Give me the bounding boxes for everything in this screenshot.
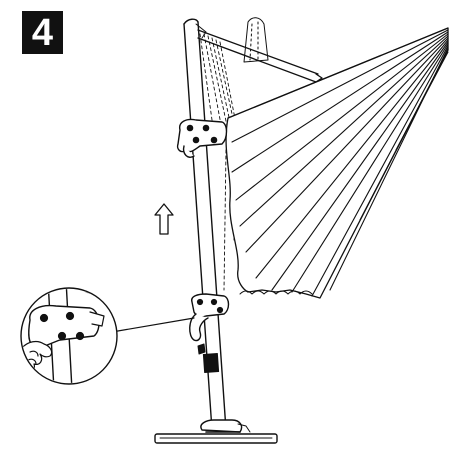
callout-leader-line: [111, 317, 195, 333]
canopy-scallop-edge: [239, 290, 313, 295]
canopy-ribs: [227, 27, 449, 297]
step-number: 4: [31, 11, 54, 54]
far-canopy: [243, 17, 269, 63]
detail-callout: [20, 287, 195, 385]
base: [154, 419, 278, 444]
crank-handle: [189, 313, 209, 342]
step-number-badge: 4: [22, 11, 63, 54]
pole-sleeve: [197, 343, 220, 373]
canopy: [225, 27, 449, 299]
up-arrow-icon: [154, 203, 174, 235]
callout-zoom-content: [22, 289, 116, 383]
lower-slider-hub: [189, 293, 230, 342]
canopy-fabric: [225, 27, 449, 299]
upper-slider-hub: [176, 118, 228, 158]
